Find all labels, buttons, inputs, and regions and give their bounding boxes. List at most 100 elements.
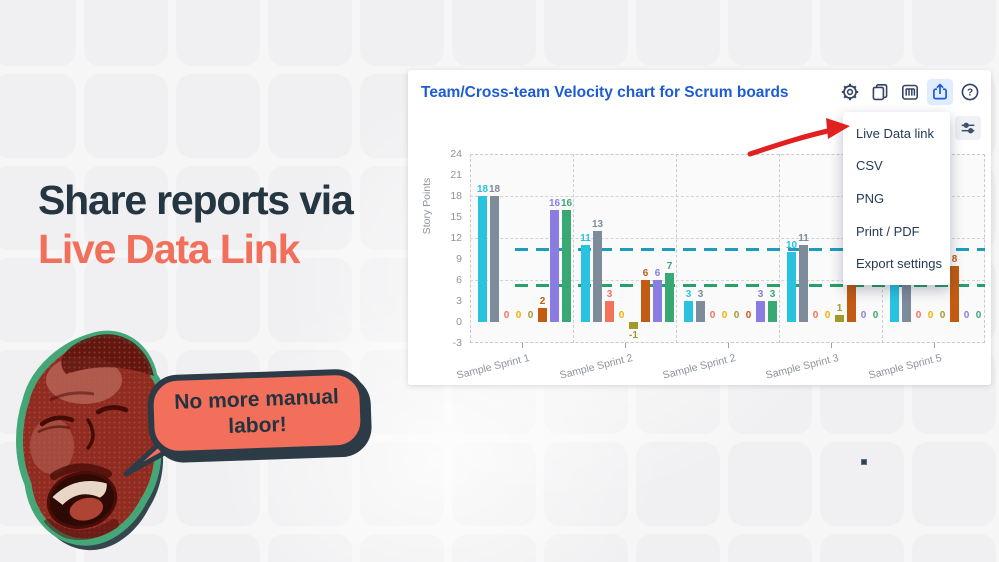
share-icon[interactable] [927,79,953,105]
menu-item-csv[interactable]: CSV [856,158,883,174]
bar-value-label: 0 [824,310,831,321]
bar-value-label: 7 [666,261,673,272]
bar [902,266,911,322]
menu-item-export-settings[interactable]: Export settings [856,256,942,272]
bar-value-label: 11 [798,233,809,244]
bar [478,196,487,322]
bar [562,210,571,322]
menu-item-live-data-link[interactable]: Live Data link [856,125,935,141]
gear-icon[interactable] [837,79,863,105]
x-tick [727,343,729,348]
bar-value-label: 1 [836,303,843,314]
bar [684,301,693,322]
bar [756,301,765,322]
bar-value-label: 0 [721,310,728,321]
bar [538,308,547,322]
bar-value-label: 0 [503,310,510,321]
x-tick [624,343,626,348]
bar-value-label: 3 [769,289,776,300]
x-tick [933,343,935,348]
h-gridline [470,280,985,281]
headline-line2: Live Data Link [38,226,300,272]
y-tick-label: -3 [452,337,462,349]
headline: Share reports via Live Data Link [38,176,354,274]
bar-value-label: 8 [951,254,958,265]
bar-value-label: 16 [560,198,573,209]
x-tick-label: Sample Sprint 2 [661,352,737,382]
bar-value-label: 16 [548,198,561,209]
bar [768,301,777,322]
bar [665,273,674,322]
bar-value-label: 13 [591,219,604,230]
yelling-face-photo [16,330,168,551]
bar [581,245,590,322]
bar-value-label: 0 [515,310,522,321]
bar [641,280,650,322]
bar-value-label: 0 [860,310,867,321]
bar-value-label: 3 [697,289,704,300]
bar-value-label: 0 [733,310,740,321]
help-icon[interactable]: ? [957,79,983,105]
y-tick-label: 12 [450,232,462,244]
menu-item-print-pdf[interactable]: Print / PDF [856,223,920,239]
bar-value-label: 0 [975,310,982,321]
bar-value-label: 11 [580,233,591,244]
y-axis-title: Story Points [421,177,433,235]
y-tick-label: 24 [450,148,462,160]
card-title: Team/Cross-team Velocity chart for Scrum… [421,84,789,101]
bar-value-label: 0 [927,310,934,321]
bar-value-label: 2 [539,296,546,307]
copy-icon[interactable] [867,79,893,105]
y-tick-label: 3 [456,295,462,307]
bar-value-label: 3 [685,289,692,300]
bar [950,266,959,322]
bar-value-label: 0 [618,310,625,321]
toolbar: ? [837,79,983,105]
bar-value-label: 10 [785,240,798,251]
bar-value-label: 0 [915,310,922,321]
bar-value-label: 18 [488,184,501,195]
stray-dot [861,459,867,465]
bar-value-label: 6 [654,268,661,279]
bar [653,280,662,322]
bar-value-label: -1 [629,330,638,341]
h-gridline [470,238,985,239]
bar [550,210,559,322]
sliders-icon[interactable] [955,116,981,140]
bar-value-label: 0 [872,310,879,321]
bar [490,196,499,322]
h-gridline [470,196,985,197]
y-tick-label: 15 [450,211,462,223]
bar-value-label: 0 [812,310,819,321]
average-line [515,247,985,251]
bar [629,322,638,329]
bar-value-label: 0 [963,310,970,321]
bar [890,266,899,322]
y-tick-label: 21 [450,169,462,181]
bar [799,245,808,322]
columns-icon[interactable] [897,79,923,105]
bar-value-label: 3 [757,289,764,300]
y-tick-label: 9 [456,253,462,265]
bar [835,315,844,322]
annotation-arrow [747,118,850,157]
export-menu: Live Data link CSV PNG Print / PDF Expor… [843,112,950,285]
bar-value-label: 6 [642,268,649,279]
x-tick-label: Sample Sprint 1 [455,352,531,382]
y-tick-label: 6 [456,274,462,286]
x-tick-label: Sample Sprint 5 [867,352,943,382]
y-tick-label: 0 [456,316,462,328]
bar-value-label: 0 [939,310,946,321]
bar-value-label: 3 [606,289,613,300]
bar-value-label: 0 [527,310,534,321]
x-tick-label: Sample Sprint 2 [558,352,634,382]
average-line [515,284,985,288]
bar-value-label: 0 [745,310,752,321]
menu-item-png[interactable]: PNG [856,190,885,206]
x-tick [830,343,832,348]
bar [787,252,796,322]
svg-text:?: ? [967,88,973,99]
speech-bubble: No more manual labor! [146,368,368,458]
